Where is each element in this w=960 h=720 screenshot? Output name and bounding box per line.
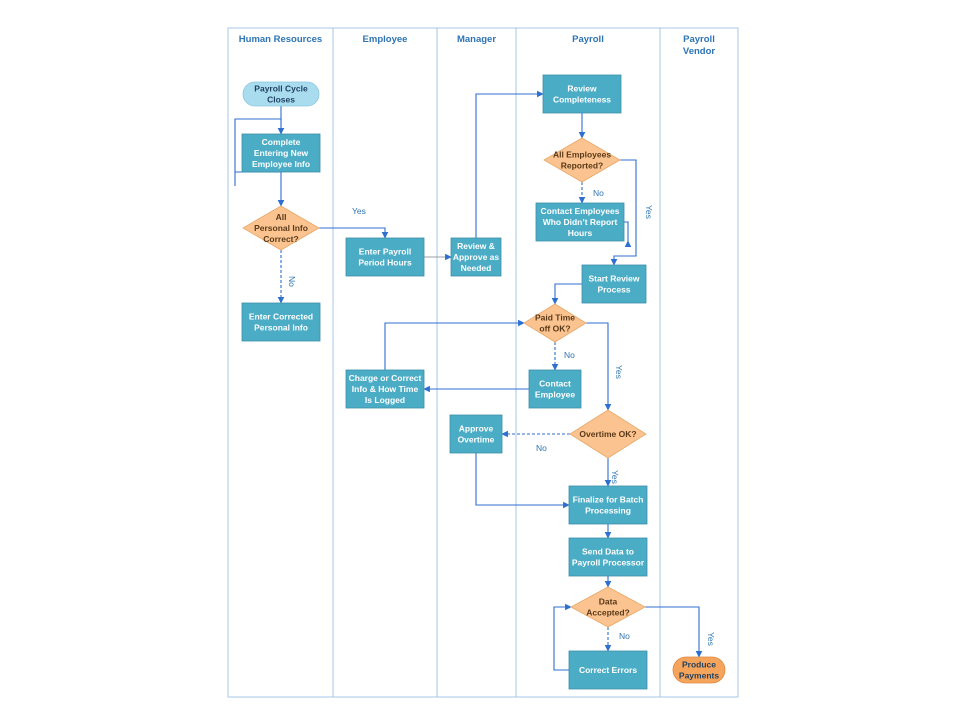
node-correct-errors[interactable]: Correct Errors xyxy=(568,650,648,690)
process-box xyxy=(568,537,648,577)
decision-diamond xyxy=(569,409,647,459)
edge-label-dec_personal-no: No xyxy=(287,276,297,287)
node-label: Overtime OK? xyxy=(579,429,636,439)
process-box xyxy=(450,237,502,277)
process-box xyxy=(581,264,647,304)
process-box xyxy=(528,369,582,409)
connector-approve_ot-to-finalize xyxy=(475,453,570,509)
connector-correct_errors-to-dec_accepted xyxy=(553,603,572,671)
connector-contact_emps-to-dec_all_reported xyxy=(624,221,632,247)
connector-dec_pto-to-dec_overtime xyxy=(586,322,612,411)
process-box xyxy=(345,237,425,277)
connector-start_review-to-dec_pto xyxy=(551,283,582,305)
edge-label-dec_accepted-no: No xyxy=(619,631,630,641)
node-label: Correct Errors xyxy=(579,665,637,675)
process-box xyxy=(568,485,648,525)
edge-label-dec_all_reported-yes: Yes xyxy=(644,205,654,219)
process-box xyxy=(241,133,321,173)
process-box xyxy=(542,74,622,114)
decision-diamond xyxy=(543,137,621,183)
connector-dec_all_reported-to-start_review xyxy=(610,159,637,266)
edge-label-dec_accepted-yes: Yes xyxy=(706,632,716,646)
process-box xyxy=(535,202,625,242)
edge-label-dec_overtime-no: No xyxy=(536,443,547,453)
lane-header-emp: Employee xyxy=(363,34,408,45)
decision-diamond xyxy=(523,303,587,343)
edge-label-dec_overtime-yes: Yes xyxy=(610,470,620,484)
decision-diamond xyxy=(570,586,646,628)
process-box xyxy=(345,369,425,409)
swimlane-frame xyxy=(227,27,739,698)
connector-dec_accepted-to-produce xyxy=(645,606,703,658)
terminator-start-shape xyxy=(242,81,320,107)
process-box xyxy=(568,650,648,690)
terminator-end-shape xyxy=(672,656,726,684)
edge-label-dec_all_reported-no: No xyxy=(593,188,604,198)
process-box xyxy=(449,414,503,454)
connector-charge_correct-to-dec_pto xyxy=(384,319,525,370)
edge-label-dec_pto-yes: Yes xyxy=(614,365,624,379)
lane-header-mgr: Manager xyxy=(457,34,496,45)
edge-label-dec_pto-no: No xyxy=(564,350,575,360)
lane-header-hr: Human Resources xyxy=(239,34,322,45)
edge-label-dec_personal-yes: Yes xyxy=(352,206,366,216)
process-box xyxy=(241,302,321,342)
decision-diamond xyxy=(242,205,320,251)
lane-header-pay: Payroll xyxy=(572,34,604,45)
node-dec-overtime[interactable]: Overtime OK? xyxy=(569,409,647,459)
connector-review_approve-to-review_complete xyxy=(475,90,544,238)
connector-dec_personal-to-enter_hours xyxy=(319,227,389,239)
